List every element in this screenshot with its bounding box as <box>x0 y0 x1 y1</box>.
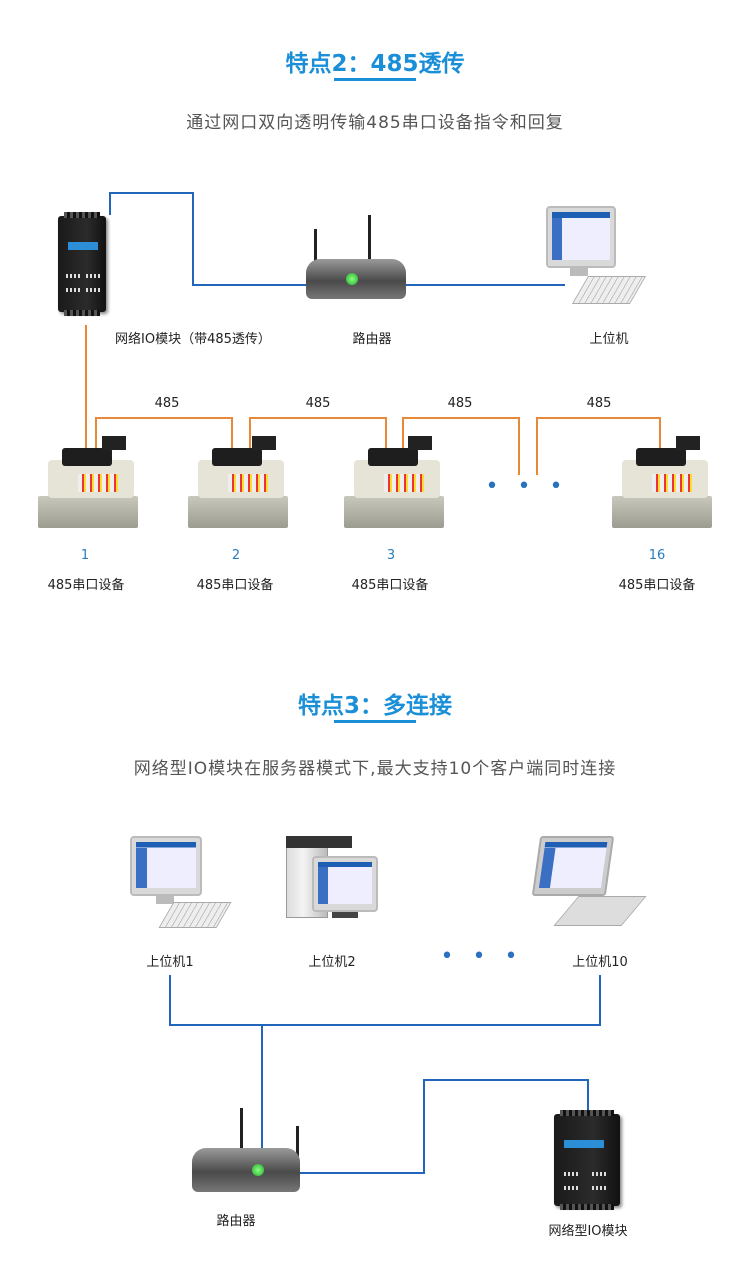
pc-image <box>540 206 647 306</box>
device-number: 1 <box>80 548 90 563</box>
network-io-module-image <box>554 1110 620 1210</box>
section1-title: 特点2：485透传 <box>285 51 465 77</box>
client-label: 上位机1 <box>146 955 194 970</box>
device-number: 16 <box>648 548 666 563</box>
rs485-line-more-16 <box>536 417 661 475</box>
module-label: 网络IO模块（带485透传） <box>115 332 271 347</box>
device-label: 485串口设备 <box>196 578 274 593</box>
ethernet-line-router-module <box>298 1079 589 1174</box>
device-label: 485串口设备 <box>351 578 429 593</box>
router-image <box>306 215 406 305</box>
cash-register-image <box>188 428 292 528</box>
client-pc-1-image <box>126 836 232 936</box>
device-label: 485串口设备 <box>618 578 696 593</box>
bus-label-485: 485 <box>586 396 612 411</box>
device-label: 485串口设备 <box>47 578 125 593</box>
title-underline <box>334 78 416 81</box>
ethernet-line-module-router <box>109 192 312 286</box>
pc-label: 上位机 <box>589 332 629 347</box>
ellipsis-dots: • • • <box>485 474 569 499</box>
client-laptop-10-image <box>526 836 647 936</box>
client-label: 上位机10 <box>572 955 628 970</box>
device-number: 2 <box>231 548 241 563</box>
cash-register-image <box>344 428 448 528</box>
module-label: 网络型IO模块 <box>548 1224 628 1239</box>
rs485-line-1-2 <box>95 417 233 460</box>
bus-label-485: 485 <box>305 396 331 411</box>
bus-label-485: 485 <box>154 396 180 411</box>
router-label: 路由器 <box>216 1214 256 1229</box>
client-label: 上位机2 <box>308 955 356 970</box>
router-image <box>192 1108 302 1198</box>
device-number: 3 <box>386 548 396 563</box>
ellipsis-dots: • • • <box>440 944 524 969</box>
cash-register-image <box>612 428 716 528</box>
title-underline <box>334 720 416 723</box>
network-io-module-image <box>58 212 106 316</box>
cash-register-image <box>38 428 142 528</box>
router-label: 路由器 <box>352 332 392 347</box>
section1-subtitle: 通过网口双向透明传输485串口设备指令和回复 <box>186 113 564 133</box>
client-pc-2-image <box>284 836 384 936</box>
ethernet-line-clients <box>169 975 601 1026</box>
rs485-line-2-3 <box>249 417 387 460</box>
bus-label-485: 485 <box>447 396 473 411</box>
section2-subtitle: 网络型IO模块在服务器模式下,最大支持10个客户端同时连接 <box>133 759 617 779</box>
rs485-line-3-more <box>402 417 520 475</box>
section2-title: 特点3：多连接 <box>297 693 452 719</box>
